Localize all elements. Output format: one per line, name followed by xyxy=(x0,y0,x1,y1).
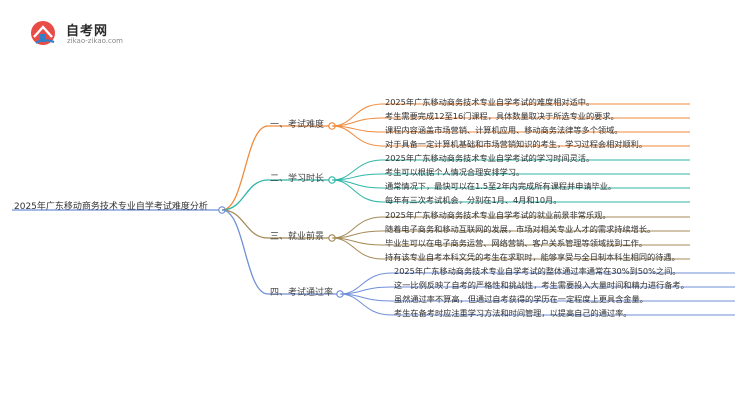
branch-connector xyxy=(221,209,269,295)
leaf-duration-2: 考生可以根据个人情况合理安排学习。 xyxy=(385,167,525,177)
leaf-difficulty-1: 2025年广东移动商务技术专业自学考试的难度相对适中。 xyxy=(385,97,595,107)
leaf-employment-2: 随着电子商务和移动互联网的发展，市场对相关专业人才的需求持续增长。 xyxy=(385,224,656,234)
leaf-employment-4: 持有该专业自考本科文凭的考生在求职时，能够享受与全日制本科生相同的待遇。 xyxy=(385,252,680,262)
root-topic: 2025年广东移动商务技术专业自学考试难度分析 xyxy=(14,202,208,212)
branch-connector xyxy=(221,209,269,239)
logo-icon xyxy=(31,21,55,45)
leaf-connector xyxy=(331,216,384,239)
leaf-employment-3: 毕业生可以在电子商务运营、网络营销、客户关系管理等领域找到工作。 xyxy=(385,238,648,248)
leaf-connector xyxy=(331,103,384,127)
branch-connector xyxy=(221,179,269,211)
branch-connector xyxy=(221,125,269,211)
leaf-passrate-2: 这一比例反映了自考的严格性和挑战性，考生需要投入大量时间和精力进行备考。 xyxy=(394,280,689,290)
leaf-connector xyxy=(331,237,384,260)
leaf-difficulty-4: 对于具备一定计算机基础和市场营销知识的考生，学习过程会相对顺利。 xyxy=(385,139,648,149)
leaf-difficulty-2: 考生需要完成12至16门课程，具体数量取决于所选专业的要求。 xyxy=(385,111,619,121)
logo-title: 自考网 xyxy=(66,24,109,39)
leaf-duration-3: 通常情况下，最快可以在1.5至2年内完成所有课程并申请毕业。 xyxy=(385,181,617,191)
leaf-duration-1: 2025年广东移动商务技术专业自学考试的学习时间灵活。 xyxy=(385,153,595,163)
branch-study-duration: 二、学习时长 xyxy=(270,174,325,184)
leaf-connector xyxy=(331,179,384,203)
branch-pass-rate: 四、考试通过率 xyxy=(270,288,334,298)
leaf-difficulty-3: 课程内容涵盖市场营销、计算机应用、移动商务法律等多个领域。 xyxy=(385,125,623,135)
leaf-employment-1: 2025年广东移动商务技术专业自学考试的就业前景非常乐观。 xyxy=(385,210,611,220)
leaf-connector xyxy=(331,159,384,181)
branch-exam-difficulty: 一、考试难度 xyxy=(270,120,325,130)
leaf-connector xyxy=(339,293,393,316)
logo-url: zikao-zikao.com xyxy=(67,37,123,45)
leaf-passrate-4: 考生在备考时应注重学习方法和时间管理，以提高自己的通过率。 xyxy=(394,308,632,318)
leaf-connector xyxy=(339,272,393,295)
leaf-passrate-3: 虽然通过率不算高，但通过自考获得的学历在一定程度上更具含金量。 xyxy=(394,294,648,304)
leaf-duration-4: 每年有三次考试机会，分别在1月、4月和10月。 xyxy=(385,195,562,205)
leaf-connector xyxy=(331,125,384,147)
leaf-passrate-1: 2025年广东移动商务技术专业自学考试的整体通过率通常在30%到50%之间。 xyxy=(394,266,681,276)
branch-employment-prospects: 三、就业前景 xyxy=(270,232,325,242)
